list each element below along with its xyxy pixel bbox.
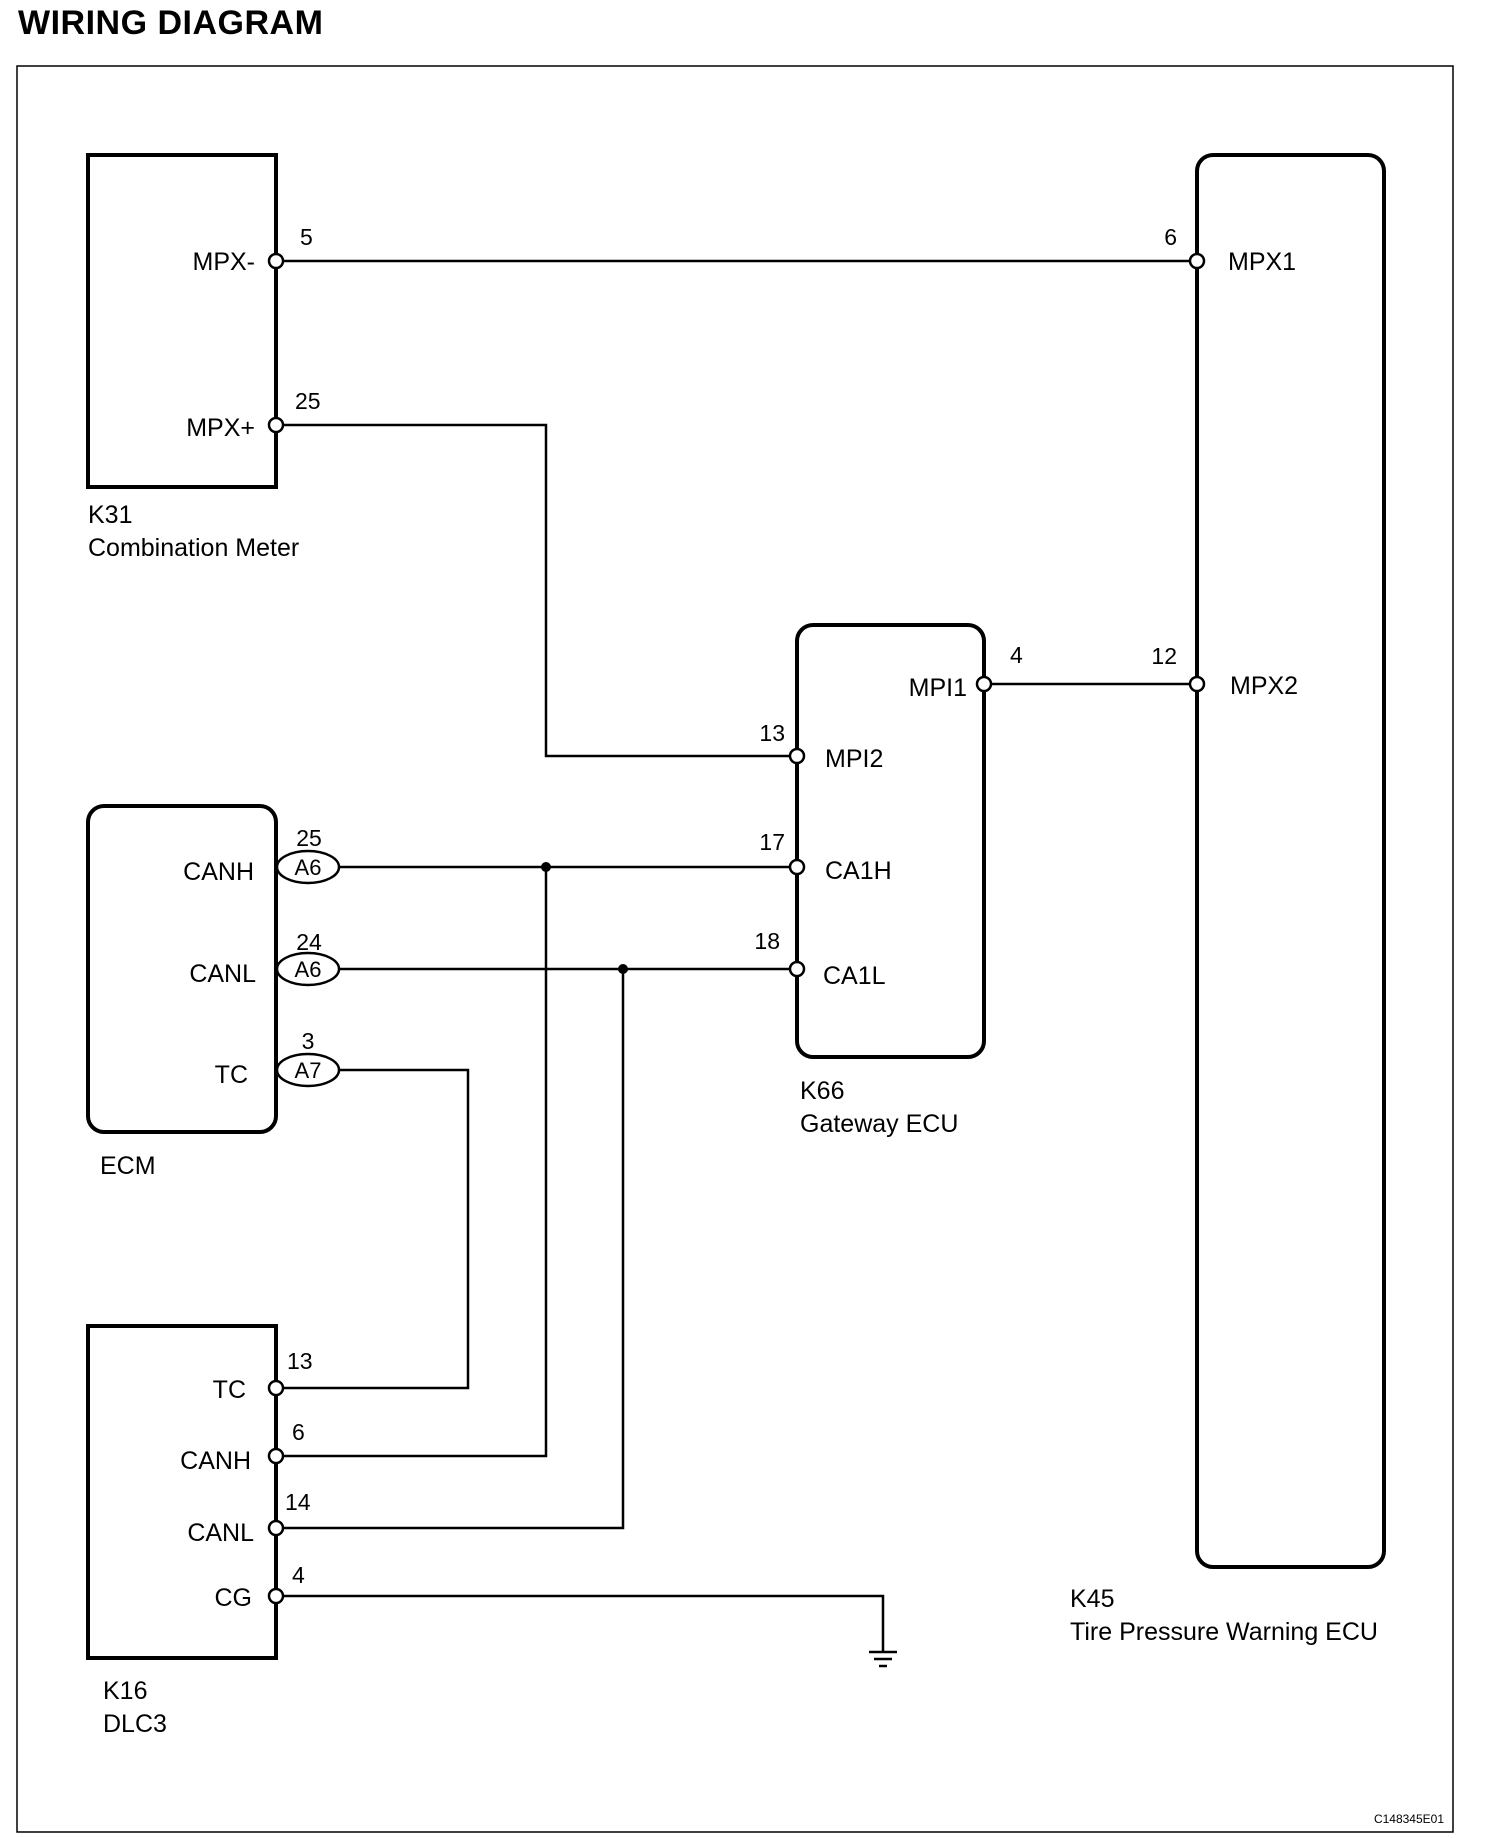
ecm-connector-code: A6 — [295, 855, 322, 880]
k66-code: K66 — [800, 1077, 844, 1105]
k45-pin-label: MPX1 — [1228, 248, 1296, 276]
k66-pin-label: CA1L — [823, 962, 886, 990]
k16-pin-label: CANH — [180, 1447, 251, 1475]
k31-pin-label: MPX+ — [186, 414, 255, 442]
connector-oval — [275, 849, 341, 885]
page-title: WIRING DIAGRAM — [18, 4, 324, 42]
k66-pin-number: 4 — [1010, 642, 1023, 668]
connector-ovals — [275, 849, 341, 1088]
terminal — [788, 747, 806, 765]
k16-pin-label: TC — [213, 1376, 246, 1404]
terminal — [267, 1447, 285, 1465]
k16-pin-label: CANL — [187, 1519, 254, 1547]
wires — [283, 259, 1190, 1652]
ecm-name: ECM — [100, 1152, 156, 1180]
k16-pin-number: 13 — [287, 1348, 313, 1374]
terminal — [788, 858, 806, 876]
terminal — [1188, 252, 1206, 270]
k45-pin-number: 6 — [1164, 224, 1177, 250]
k31-pin-number: 25 — [295, 388, 321, 414]
k66-pin-label: MPI1 — [909, 674, 967, 702]
wire-ecm-tc-to-dlc3-tc — [283, 1068, 470, 1390]
ecm-pin-label: CANH — [183, 858, 254, 886]
ecm-pin-number: 3 — [302, 1028, 315, 1054]
wire-mpx-plus-to-mpi2 — [283, 423, 791, 758]
junction-dot — [541, 862, 551, 872]
ecm-pin-label: CANL — [189, 960, 256, 988]
k16-pin-number: 4 — [292, 1562, 305, 1588]
ecm-connector-code: A6 — [295, 957, 322, 982]
k16-name: DLC3 — [103, 1710, 167, 1738]
terminal — [267, 1587, 285, 1605]
k66-pin-number: 18 — [754, 928, 780, 954]
ecm-pin-number: 24 — [296, 929, 322, 955]
terminal — [975, 675, 993, 693]
terminal — [1188, 675, 1206, 693]
junction-dot — [618, 964, 628, 974]
k16-pin-number: 6 — [292, 1419, 305, 1445]
k16-pin-label: CG — [215, 1584, 253, 1612]
k66-name: Gateway ECU — [800, 1110, 958, 1138]
k66-pin-number: 17 — [759, 829, 785, 855]
k66-gateway-ecu-box — [795, 623, 986, 1059]
terminal — [267, 252, 285, 270]
k31-combination-meter-box — [86, 153, 278, 489]
k31-pin-label: MPX- — [193, 248, 256, 276]
connector-oval — [275, 951, 341, 987]
k45-pin-label: MPX2 — [1230, 672, 1298, 700]
k31-pin-number: 5 — [300, 224, 313, 250]
k45-name: Tire Pressure Warning ECU — [1070, 1618, 1378, 1646]
diagram-frame — [16, 65, 1454, 1833]
terminal — [267, 416, 285, 434]
wire-cg-to-ground — [283, 1594, 885, 1652]
k45-pin-number: 12 — [1151, 643, 1177, 669]
k31-name: Combination Meter — [88, 534, 299, 562]
k45-tire-pressure-ecu-box — [1195, 153, 1386, 1569]
wire-canl-to-dlc3 — [283, 969, 625, 1530]
k66-pin-label: MPI2 — [825, 745, 883, 773]
terminals — [267, 252, 1206, 1605]
k45-code: K45 — [1070, 1585, 1114, 1613]
terminal — [267, 1519, 285, 1537]
figure-code: C148345E01 — [1374, 1812, 1444, 1826]
k31-code: K31 — [88, 501, 132, 529]
k16-code: K16 — [103, 1677, 147, 1705]
k66-pin-number: 13 — [759, 720, 785, 746]
connector-oval — [275, 1052, 341, 1088]
ground-icon — [869, 1650, 897, 1668]
ecm-connector-code: A7 — [295, 1058, 322, 1083]
ecm-pin-label: TC — [215, 1061, 248, 1089]
ecm-pin-number: 25 — [296, 825, 322, 851]
terminal — [267, 1379, 285, 1397]
k16-pin-number: 14 — [285, 1489, 311, 1515]
k16-dlc3-box — [86, 1324, 278, 1660]
k66-pin-label: CA1H — [825, 857, 892, 885]
terminal — [788, 960, 806, 978]
wire-canh-to-dlc3 — [283, 867, 548, 1458]
